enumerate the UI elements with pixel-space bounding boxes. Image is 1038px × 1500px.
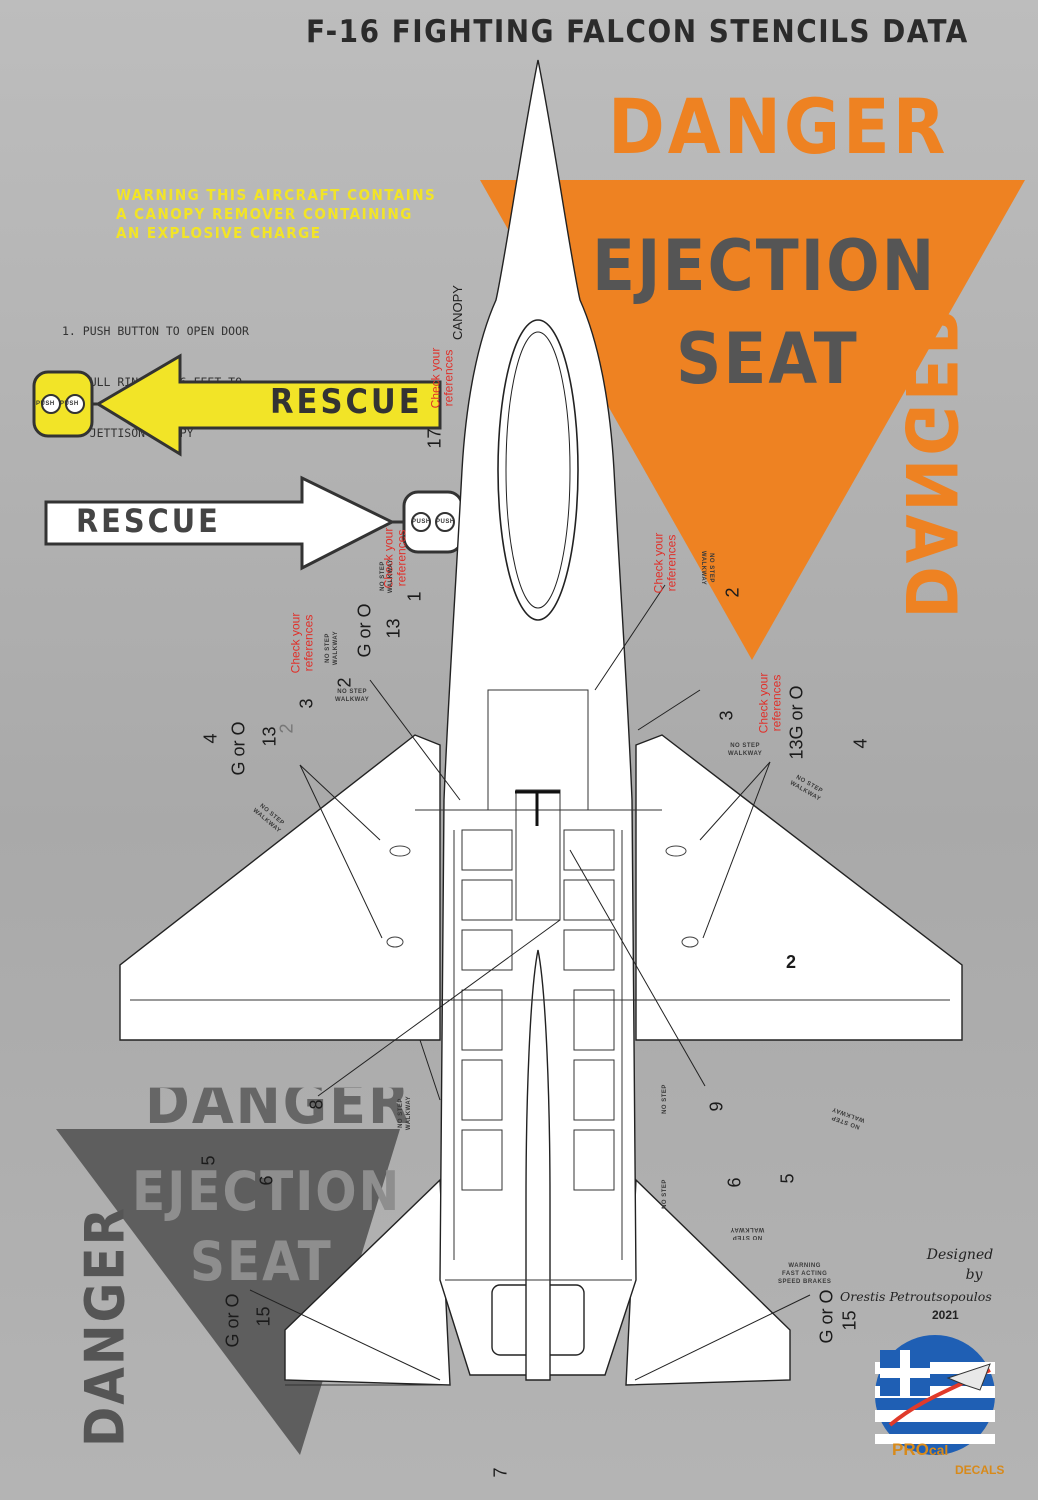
no-step-3: NO STEP WALKWAY	[335, 688, 369, 704]
check-refs-2-line-2: references	[394, 529, 409, 587]
walkway-3-text: WALKWAY	[335, 697, 370, 703]
speed-brake-warning-line-3: SPEED BRAKES	[778, 1279, 832, 1285]
ref-g-or-o-upper: G or O	[354, 603, 375, 658]
no-step-9-text: NO STEP	[732, 1234, 763, 1240]
walkway-2-text: WALKWAY	[333, 630, 340, 666]
check-refs-1-line-2: references	[441, 349, 456, 407]
walkway-1-text: WALKWAY	[388, 558, 395, 594]
check-refs-3: Check your references	[288, 613, 316, 674]
check-refs-1: Check your references	[428, 348, 456, 409]
rescue-label-yellow: RESCUE	[270, 382, 423, 422]
procal-logo-text: PROcal	[892, 1440, 948, 1460]
ref-2-right: 2	[722, 587, 743, 598]
no-step-11: NO STEP	[661, 1084, 669, 1114]
procal-decals-text: DECALS	[955, 1463, 1005, 1477]
logo-pro: PRO	[892, 1440, 929, 1459]
speed-brake-warning-line-1: WARNING	[788, 1263, 821, 1269]
danger-top-label: DANGER	[608, 82, 949, 171]
ref-6-left: 6	[256, 1175, 277, 1186]
no-step-12: NO STEP	[661, 1179, 669, 1209]
danger-triangle-orange	[480, 180, 1025, 660]
ref-4-left: 4	[200, 733, 221, 744]
rescue-arrow-white	[44, 475, 464, 571]
check-refs-3-line-2: references	[301, 614, 316, 672]
walkway-6-text: WALKWAY	[728, 751, 763, 757]
ref-9: 9	[706, 1101, 727, 1112]
warning-line-3: AN EXPLOSIVE CHARGE	[116, 224, 322, 242]
canopy-warning: WARNING THIS AIRCRAFT CONTAINS A CANOPY …	[116, 186, 436, 243]
push-label-1: PUSH	[36, 401, 55, 407]
ref-13-left: 13	[259, 726, 280, 747]
ref-5-left: 5	[198, 1155, 219, 1166]
no-step-12-text: NO STEP	[661, 1179, 668, 1209]
walkway-9-text: WALKWAY	[730, 1226, 765, 1232]
seat-label: SEAT	[676, 318, 859, 400]
no-step-11-text: NO STEP	[661, 1084, 668, 1114]
ref-2-a: 2	[334, 677, 355, 688]
ref-13g-or-o: 13G or O	[786, 685, 807, 760]
ejection-gray-label: EJECTION	[132, 1160, 402, 1223]
ref-17: 17	[424, 428, 445, 449]
push-label-3: PUSH	[412, 519, 431, 525]
check-refs-4-line-2: references	[664, 534, 679, 592]
speed-brake-warning-line-2: FAST ACTING	[782, 1271, 828, 1277]
ref-g-or-o-lower-right: G or O	[816, 1289, 837, 1344]
push-label-2: PUSH	[60, 401, 79, 407]
seat-gray-label: SEAT	[190, 1230, 333, 1293]
no-step-10-text: NO STEP	[398, 1098, 405, 1128]
speed-brake-warning: WARNING FAST ACTING SPEED BRAKES	[778, 1262, 831, 1286]
no-step-3-text: NO STEP	[337, 689, 368, 695]
walkway-10-text: WALKWAY	[406, 1095, 413, 1131]
credits-designed: Designed	[926, 1247, 994, 1263]
rescue-label-white: RESCUE	[76, 502, 221, 540]
ref-5-right: 5	[777, 1173, 798, 1184]
check-refs-5: Check your references	[756, 673, 784, 734]
no-step-1-text: NO STEP	[380, 561, 387, 591]
no-step-6-text: NO STEP	[730, 743, 761, 749]
credits-by: by	[965, 1267, 983, 1283]
ref-g-or-o-lower-left: G or O	[222, 1293, 243, 1348]
logo-cal: cal	[928, 1442, 949, 1458]
danger-gray-label: DANGER	[145, 1068, 412, 1138]
check-refs-5-line-2: references	[769, 674, 784, 732]
ref-15-right: 15	[839, 1310, 860, 1331]
ref-1: 1	[404, 591, 425, 602]
ref-6-right: 6	[724, 1177, 745, 1188]
push-label-4: PUSH	[436, 519, 455, 525]
ref-3-a: 3	[296, 698, 317, 709]
check-refs-4: Check your references	[651, 533, 679, 594]
credits-name: Orestis Petroutsopoulos	[840, 1289, 992, 1304]
instruction-1: 1. PUSH BUTTON TO OPEN DOOR	[62, 324, 249, 338]
ref-4-right: 4	[850, 738, 871, 749]
ref-3-right: 3	[716, 710, 737, 721]
ref-g-or-o-left: G or O	[228, 721, 249, 776]
no-step-6: NO STEP WALKWAY	[728, 742, 762, 758]
rescue-arrow-yellow	[32, 353, 442, 457]
no-step-5-text: NO STEP	[708, 553, 715, 583]
sheet-title: F-16 FIGHTING FALCON STENCILS DATA	[306, 14, 969, 50]
procal-logo	[875, 1335, 995, 1455]
ref-7: 7	[490, 1467, 511, 1478]
no-step-9: NO STEP WALKWAY	[730, 1225, 764, 1241]
credits: Designed by	[880, 1245, 1038, 1285]
ref-13-upper: 13	[383, 618, 404, 639]
ejection-label: EJECTION	[592, 225, 937, 307]
ref-8: 8	[306, 1099, 327, 1110]
ref-2-wing: 2	[786, 952, 797, 972]
credits-year: 2021	[932, 1308, 959, 1322]
warning-line-2: A CANOPY REMOVER CONTAINING	[116, 205, 413, 223]
ref-15-left: 15	[253, 1306, 274, 1327]
no-step-2-text: NO STEP	[325, 633, 332, 663]
warning-line-1: WARNING THIS AIRCRAFT CONTAINS	[116, 186, 437, 204]
walkway-5-text: WALKWAY	[700, 550, 707, 586]
canopy-label: CANOPY	[449, 285, 465, 340]
